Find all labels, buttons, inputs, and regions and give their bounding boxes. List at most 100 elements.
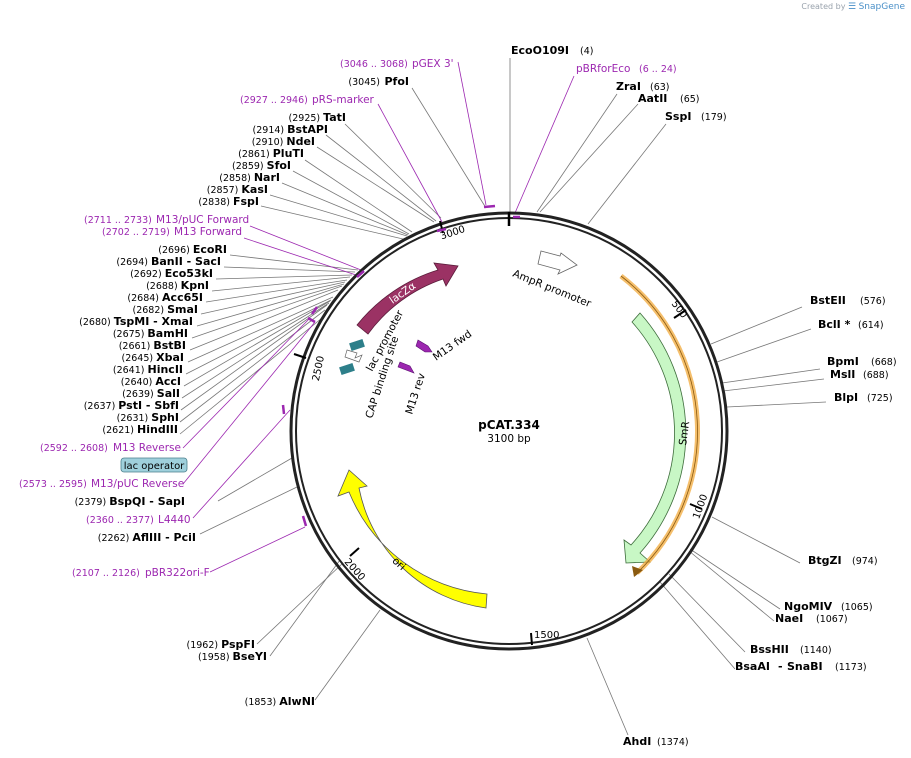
enzyme-site-separator: -	[149, 315, 161, 328]
enzyme-label-row: (2858) NarI	[219, 171, 280, 184]
primer-range: (2592 .. 2608)	[40, 443, 108, 454]
enzyme-site: NarI	[254, 171, 280, 184]
enzyme-position: (2858)	[219, 173, 254, 184]
enzyme-site: BspQI	[109, 495, 145, 508]
enzyme-site: KasI	[241, 183, 268, 196]
enzyme-site: SalI	[157, 387, 180, 400]
enzyme-site: SmaI	[167, 303, 198, 316]
enzyme-position: (1853)	[245, 697, 280, 708]
enzyme-position: (2675)	[113, 329, 148, 340]
enzyme-site: FspI	[233, 195, 259, 208]
enzyme-site: BsaAI	[735, 660, 770, 673]
enzyme-label-row: (2639) SalI	[122, 387, 180, 400]
feature-label-ampr-promoter: AmpR promoter	[511, 268, 593, 311]
enzyme-site-separator: -	[161, 531, 173, 544]
enzyme-label-row: (2675) BamHI	[113, 327, 188, 340]
enzyme-label-row: (2694) BanII - SacI	[116, 255, 221, 268]
enzyme-position: (2645)	[122, 353, 157, 364]
enzyme-position: (2621)	[102, 425, 137, 436]
enzyme-site: NgoMIV	[784, 600, 833, 613]
enzyme-site: PfoI	[385, 75, 410, 88]
enzyme-position: (2640)	[121, 377, 156, 388]
enzyme-site: SapI	[158, 495, 185, 508]
enzyme-site: NaeI	[775, 612, 803, 625]
enzyme-label-row: (2680) TspMI - XmaI	[79, 315, 193, 328]
enzyme-label-row: (2857) KasI	[207, 183, 268, 196]
enzyme-position: (3045)	[348, 77, 380, 88]
enzyme-site: XbaI	[156, 351, 184, 364]
backbone	[289, 211, 729, 651]
primer-name: M13 Forward	[174, 226, 242, 238]
enzyme-label-row: (1962) PspFI	[186, 638, 255, 651]
enzyme-label-row: (2661) BstBI	[119, 339, 186, 352]
enzyme-position: (2694)	[116, 257, 151, 268]
enzyme-position: (614)	[858, 320, 884, 331]
enzyme-site: BseYI	[233, 650, 267, 663]
enzyme-site: ZraI	[616, 80, 641, 93]
enzyme-position: (1958)	[198, 652, 233, 663]
enzyme-position: (1067)	[816, 614, 848, 625]
enzyme-position: (179)	[701, 112, 727, 123]
enzyme-label-row: (2859) SfoI	[232, 159, 291, 172]
enzyme-site: SacI	[195, 255, 221, 268]
primer-range: (2107 .. 2126)	[72, 568, 140, 579]
enzyme-label-row: (2688) KpnI	[146, 279, 209, 292]
snapgene-watermark: Created by ☰ SnapGene	[801, 2, 905, 12]
enzyme-position: (2684)	[127, 293, 162, 304]
watermark-brand: SnapGene	[858, 2, 905, 12]
primer-range: (3046 .. 3068)	[340, 59, 408, 70]
enzyme-label-row: (2641) HincII	[113, 363, 183, 376]
enzyme-position: (4)	[580, 46, 593, 57]
enzyme-site: BssHII	[750, 643, 789, 656]
enzyme-site: KpnI	[181, 279, 209, 292]
enzyme-position: (576)	[860, 296, 886, 307]
right-enzyme-labels: EcoO109I (4) ZraI (63) AatII (65) SspI (…	[511, 44, 897, 748]
tick-label-2000: 2000	[342, 557, 367, 583]
enzyme-site: BtgZI	[808, 554, 842, 567]
enzyme-site: AccI	[155, 375, 181, 388]
scale-ticks	[293, 220, 703, 646]
enzyme-position: (2859)	[232, 161, 267, 172]
feature-label-smr: SmR	[677, 420, 692, 446]
enzyme-position: (668)	[871, 357, 897, 368]
tick-label-2500: 2500	[311, 355, 327, 382]
enzyme-site: PluTI	[273, 147, 304, 160]
plasmid-name: pCAT.334	[478, 418, 540, 432]
enzyme-position: (2682)	[132, 305, 167, 316]
primer-name: pBRforEco	[576, 63, 630, 75]
primer-marks	[281, 204, 520, 527]
lac-operator-badge: lac operator	[120, 457, 188, 473]
enzyme-site: BclI *	[818, 318, 851, 331]
feature-label-m13-fwd: M13 fwd	[431, 328, 474, 363]
enzyme-site: BstAPI	[287, 123, 328, 136]
lac-operator-label: lac operator	[124, 461, 185, 472]
enzyme-position: (2661)	[119, 341, 154, 352]
enzyme-position: (2857)	[207, 185, 242, 196]
enzyme-site: AlwNI	[279, 695, 315, 708]
primer-name: M13/pUC Forward	[156, 214, 249, 226]
enzyme-site: TatI	[323, 111, 346, 124]
primer-name: pGEX 3'	[412, 58, 454, 70]
enzyme-label-row: (2838) FspI	[198, 195, 259, 208]
enzyme-label-row: (2621) HindIII	[102, 423, 178, 436]
enzyme-position: (2861)	[238, 149, 273, 160]
enzyme-position: (2688)	[146, 281, 181, 292]
enzyme-position: (65)	[680, 94, 700, 105]
enzyme-label-row: (1958) BseYI	[198, 650, 267, 663]
enzyme-position: (688)	[863, 370, 889, 381]
enzyme-site: NdeI	[286, 135, 315, 148]
enzyme-site: PspFI	[221, 638, 255, 651]
primer-name: pBR322ori-F	[145, 567, 210, 579]
primer-range: (2927 .. 2946)	[240, 95, 308, 106]
enzyme-position: (2631)	[117, 413, 152, 424]
enzyme-site: BlpI	[834, 391, 858, 404]
primer-range: (2573 .. 2595)	[19, 479, 87, 490]
enzyme-site: BstBI	[153, 339, 186, 352]
enzyme-site: Acc65I	[162, 291, 203, 304]
enzyme-site: Eco53kI	[165, 267, 213, 280]
enzyme-site: HindIII	[137, 423, 178, 436]
enzyme-position: (1140)	[800, 645, 832, 656]
enzyme-position: (974)	[852, 556, 878, 567]
enzyme-label-row: (2696) EcoRI	[158, 243, 227, 256]
